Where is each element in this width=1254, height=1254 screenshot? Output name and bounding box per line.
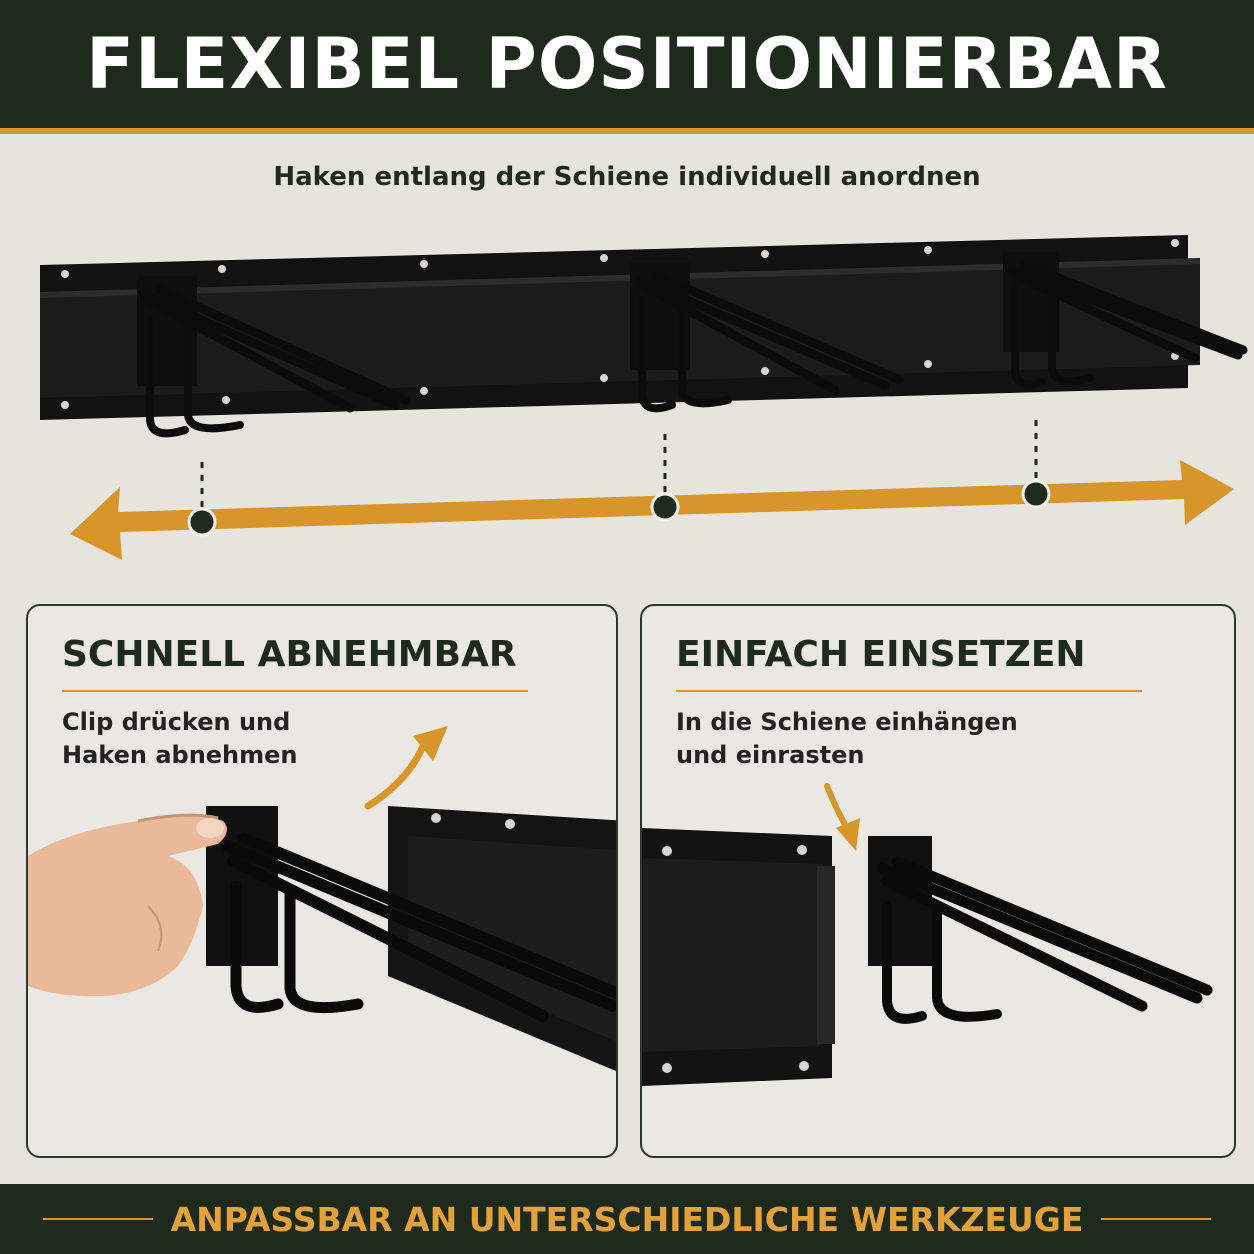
panel-schnell-abnehmbar: SCHNELL ABNEHMBAR Clip drücken und Haken… xyxy=(26,604,618,1158)
panel-einfach-einsetzen: EINFACH EINSETZEN In die Schiene einhäng… xyxy=(640,604,1236,1158)
panel-divider-right xyxy=(676,690,1142,692)
panel-title-left: SCHNELL ABNEHMBAR xyxy=(62,634,517,675)
rail-illustration xyxy=(40,235,1248,560)
lift-arrow-icon xyxy=(364,726,448,810)
panel-divider-left xyxy=(62,690,528,692)
panel-title-right: EINFACH EINSETZEN xyxy=(676,634,1086,675)
footer-rule-left xyxy=(42,1218,153,1220)
insert-arrow-icon xyxy=(824,783,860,851)
footer-text: ANPASSBAR AN UNTERSCHIEDLICHE WERKZEUGE xyxy=(170,1199,1084,1239)
hook-insert-illustration xyxy=(642,783,1213,1086)
panel-text-left-line1: Clip drücken und xyxy=(62,708,291,736)
header-banner: FLEXIBEL POSITIONIERBAR xyxy=(0,0,1254,134)
hook-2 xyxy=(630,262,905,413)
panel-text-left-line2: Haken abnehmen xyxy=(62,741,298,769)
footer-rule-right xyxy=(1101,1218,1212,1220)
position-guides xyxy=(200,420,1038,514)
hand-illustration xyxy=(28,813,227,997)
footer-banner: ANPASSBAR AN UNTERSCHIEDLICHE WERKZEUGE xyxy=(0,1184,1254,1254)
hook-3 xyxy=(1003,252,1248,389)
panel-text-right-line1: In die Schiene einhängen xyxy=(676,708,1018,736)
hook-1 xyxy=(137,276,410,438)
panel-text-right: In die Schiene einhängen und einrasten xyxy=(676,706,1018,772)
hook-removal-illustration xyxy=(28,726,616,1071)
page-title: FLEXIBEL POSITIONIERBAR xyxy=(86,23,1168,105)
position-markers xyxy=(187,479,1051,537)
panel-text-right-line2: und einrasten xyxy=(676,741,865,769)
subtitle: Haken entlang der Schiene individuell an… xyxy=(273,162,981,192)
panel-text-left: Clip drücken und Haken abnehmen xyxy=(62,706,298,772)
